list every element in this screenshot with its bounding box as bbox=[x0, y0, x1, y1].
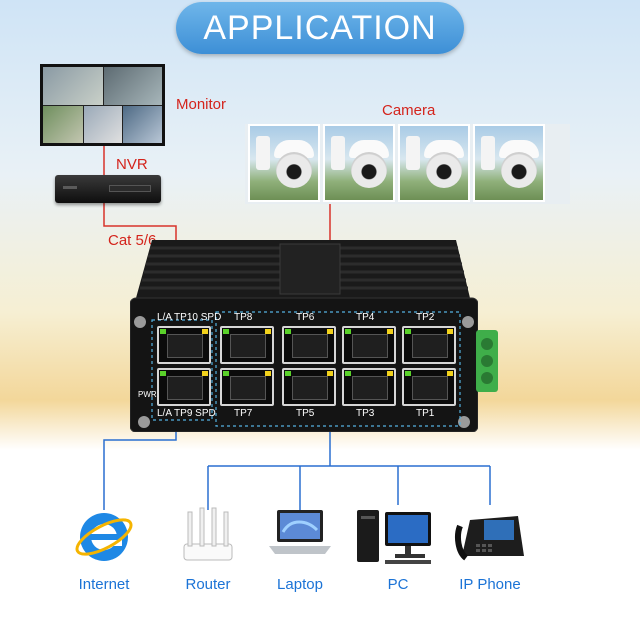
port-label-tp1: TP1 bbox=[416, 408, 435, 419]
port-label-tp3: TP3 bbox=[356, 408, 375, 419]
port-label-tp2: TP2 bbox=[416, 312, 435, 323]
pwr-label: PWR bbox=[138, 390, 157, 399]
laptop-icon bbox=[267, 506, 333, 567]
port-tp3[interactable] bbox=[342, 368, 396, 406]
monitor-label: Monitor bbox=[176, 96, 227, 113]
ip-phone-icon bbox=[454, 506, 526, 571]
power-terminal-block bbox=[476, 330, 498, 392]
port-label-tp7: TP7 bbox=[234, 408, 253, 419]
pc-icon bbox=[355, 506, 441, 571]
camera-label: Camera bbox=[382, 102, 436, 119]
port-tp10[interactable] bbox=[157, 326, 211, 364]
device-label-router: Router bbox=[185, 576, 231, 593]
port-tp5[interactable] bbox=[282, 368, 336, 406]
port-tp4[interactable] bbox=[342, 326, 396, 364]
nvr-device bbox=[55, 175, 161, 203]
internet-explorer-icon bbox=[73, 506, 135, 573]
port-tp6[interactable] bbox=[282, 326, 336, 364]
port-label-tp4: TP4 bbox=[356, 312, 375, 323]
ip-camera-1 bbox=[248, 124, 320, 202]
port-label-tp6: TP6 bbox=[296, 312, 315, 323]
tp10-label: L/A TP10 SPD bbox=[157, 312, 222, 323]
internet-line bbox=[103, 420, 177, 510]
tp9-label: L/A TP9 SPD bbox=[157, 408, 216, 419]
port-tp9[interactable] bbox=[157, 368, 211, 406]
ip-camera-3 bbox=[398, 124, 470, 202]
nvr-label: NVR bbox=[116, 156, 148, 173]
device-label-internet: Internet bbox=[78, 576, 130, 593]
cable-label: Cat 5/6 bbox=[108, 232, 157, 249]
port-tp8[interactable] bbox=[220, 326, 274, 364]
device-label-laptop: Laptop bbox=[277, 576, 323, 593]
router-icon bbox=[178, 506, 238, 571]
port-tp1[interactable] bbox=[402, 368, 456, 406]
ip-camera-2 bbox=[323, 124, 395, 202]
ip-camera-4 bbox=[473, 124, 545, 202]
port-tp7[interactable] bbox=[220, 368, 274, 406]
device-label-pc: PC bbox=[387, 576, 409, 593]
monitor-screen bbox=[40, 64, 165, 146]
port-label-tp5: TP5 bbox=[296, 408, 315, 419]
device-label-ip-phone: IP Phone bbox=[459, 576, 521, 593]
port-label-tp8: TP8 bbox=[234, 312, 253, 323]
page-title: APPLICATION bbox=[203, 8, 437, 47]
title-banner: APPLICATION bbox=[176, 2, 464, 54]
port-tp2[interactable] bbox=[402, 326, 456, 364]
